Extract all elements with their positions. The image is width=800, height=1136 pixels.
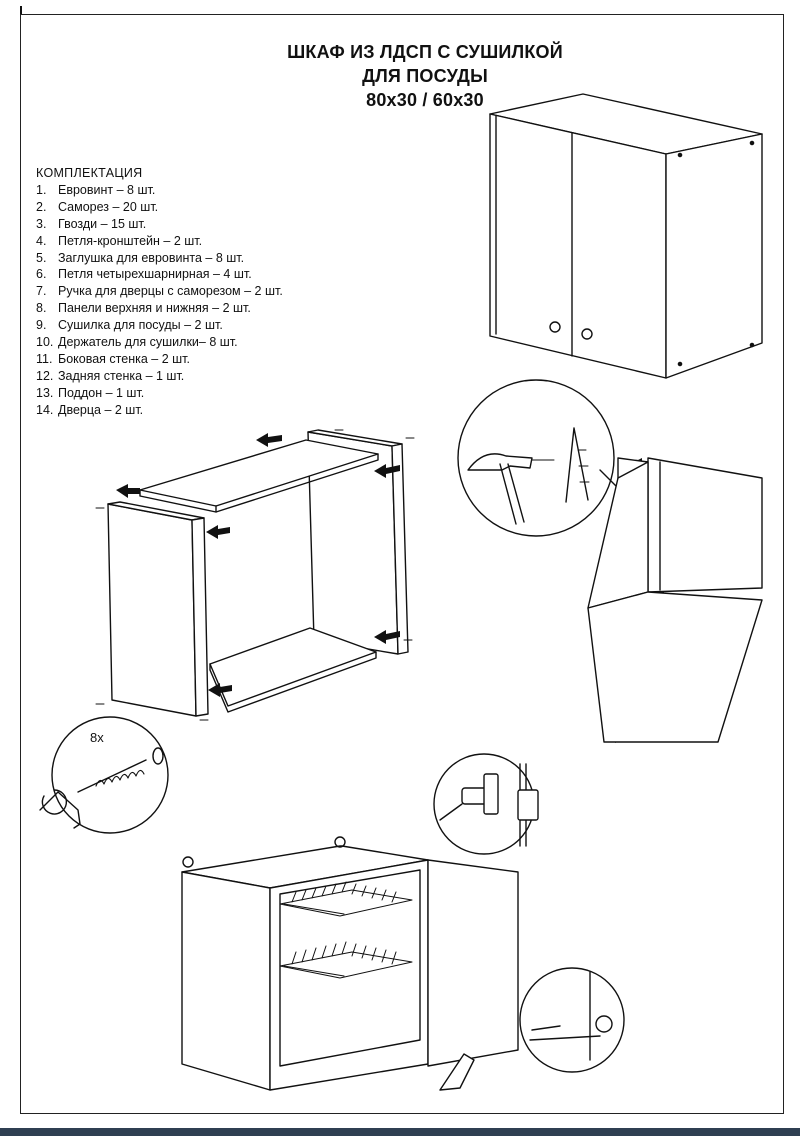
corner-mark xyxy=(20,6,22,20)
title-line-3: 80х30 / 60х30 xyxy=(366,90,484,110)
kit-item: 10. Держатель для сушилки– 8 шт. xyxy=(36,334,356,351)
screw-count-label: 8x xyxy=(90,730,104,745)
kit-item-text: Панели верхняя и нижняя – 2 шт. xyxy=(58,301,251,316)
kit-item-text: Ручка для дверцы с саморезом – 2 шт. xyxy=(58,284,283,299)
kit-item-number: 11. xyxy=(36,351,53,366)
eurovint-screw-detail xyxy=(39,716,169,834)
hinge-zoom-detail xyxy=(433,753,539,855)
kit-item: 7. Ручка для дверцы с саморезом – 2 шт. xyxy=(36,283,356,300)
hex-key-icon xyxy=(39,791,81,829)
kit-item-number: 9. xyxy=(36,318,47,333)
back-panel-illustration xyxy=(587,457,763,743)
kit-item-text: Боковая стенка – 2 шт. xyxy=(58,351,190,366)
door-handle-icon xyxy=(595,1015,613,1033)
kit-item-text: Петля-кронштейн – 2 шт. xyxy=(58,233,203,248)
kit-item-number: 4. xyxy=(36,233,47,248)
kit-item-text: Дверца – 2 шт. xyxy=(58,402,144,417)
kit-item: 6. Петля четырехшарнирная – 4 шт. xyxy=(36,266,356,283)
kit-item-number: 7. xyxy=(36,284,47,299)
kit-item-number: 8. xyxy=(36,301,47,316)
kit-heading: КОМПЛЕКТАЦИЯ xyxy=(36,166,143,180)
kit-item-text: Саморез – 20 шт. xyxy=(58,199,159,214)
kit-item-text: Сушилка для посуды – 2 шт. xyxy=(58,318,223,333)
kit-item-text: Поддон – 1 шт. xyxy=(58,385,145,400)
document-title: ШКАФ ИЗ ЛДСП С СУШИЛКОЙ ДЛЯ ПОСУДЫ 80х30… xyxy=(230,40,620,112)
title-line-2: ДЛЯ ПОСУДЫ xyxy=(362,66,488,86)
kit-item-text: Евровинт – 8 шт. xyxy=(58,182,156,197)
kit-item: 14. Дверца – 2 шт. xyxy=(36,402,356,419)
dish-rack-upper xyxy=(279,881,413,917)
handle-zoom-detail xyxy=(439,967,625,1091)
dish-rack-lower xyxy=(279,941,413,979)
kit-item: 3. Гвозди – 15 шт. xyxy=(36,216,356,233)
kit-item-text: Петля четырехшарнирная – 4 шт. xyxy=(58,267,252,282)
rotate-arrow-icon xyxy=(41,789,68,815)
screwdriver-icon xyxy=(439,1053,475,1091)
footer-bar xyxy=(0,1128,800,1136)
kit-item-number: 1. xyxy=(36,182,47,197)
kit-items: 1. Евровинт – 8 шт. 2. Саморез – 20 шт. 3. Гв… xyxy=(36,182,356,419)
kit-item-number: 10. xyxy=(36,335,54,350)
kit-item: 9. Сушилка для посуды – 2 шт. xyxy=(36,317,356,334)
kit-item: 4. Петля-кронштейн – 2 шт. xyxy=(36,233,356,250)
kit-list: КОМПЛЕКТАЦИЯ 1. Евровинт – 8 шт. 2. Саморез… xyxy=(36,165,356,419)
frame-assembly-illustration xyxy=(107,429,409,717)
hammer-icon xyxy=(467,453,533,471)
kit-item-number: 2. xyxy=(36,199,47,214)
kit-item-number: 3. xyxy=(36,216,47,231)
kit-item-number: 14. xyxy=(36,402,54,417)
assembled-cabinet-illustration xyxy=(489,93,763,379)
kit-item-text: Держатель для сушилки– 8 шт. xyxy=(58,335,238,350)
kit-item-number: 5. xyxy=(36,250,47,265)
kit-item-number: 6. xyxy=(36,267,47,282)
kit-item: 12. Задняя стенка – 1 шт. xyxy=(36,368,356,385)
kit-item: 13. Поддон – 1 шт. xyxy=(36,385,356,402)
hanging-bracket-icon xyxy=(182,856,194,868)
screw-hole-marks xyxy=(95,429,415,721)
kit-item: 8. Панели верхняя и нижняя – 2 шт. xyxy=(36,300,356,317)
kit-item-number: 12. xyxy=(36,368,54,383)
kit-item-text: Гвозди – 15 шт. xyxy=(58,216,147,231)
kit-item: 2. Саморез – 20 шт. xyxy=(36,199,356,216)
hanging-bracket-icon xyxy=(334,836,346,848)
hammer-zoom-detail xyxy=(457,379,617,537)
title-line-1: ШКАФ ИЗ ЛДСП С СУШИЛКОЙ xyxy=(287,42,563,62)
kit-item-text: Задняя стенка – 1 шт. xyxy=(58,368,185,383)
kit-item: 5. Заглушка для евровинта – 8 шт. xyxy=(36,250,356,267)
kit-item: 1. Евровинт – 8 шт. xyxy=(36,182,356,199)
kit-item-text: Заглушка для евровинта – 8 шт. xyxy=(58,250,245,265)
door-knob-icon xyxy=(549,321,561,333)
door-knob-icon xyxy=(581,328,593,340)
kit-item-number: 13. xyxy=(36,385,54,400)
kit-item: 11. Боковая стенка – 2 шт. xyxy=(36,351,356,368)
